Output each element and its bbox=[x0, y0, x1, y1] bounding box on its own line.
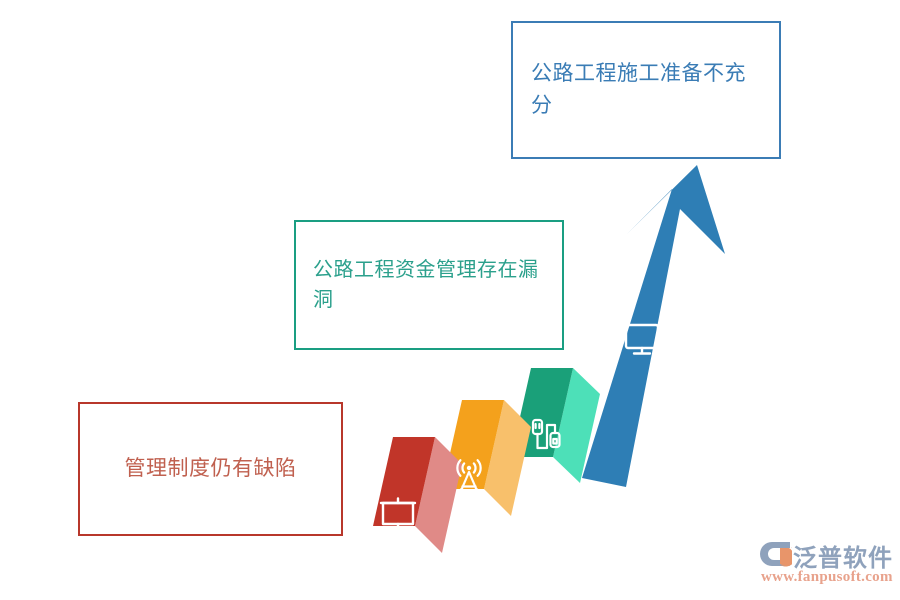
presentation-board-icon bbox=[379, 497, 417, 536]
logo-inner-disc bbox=[780, 548, 792, 566]
brand-url-text: www.fanpusoft.com bbox=[761, 569, 893, 585]
callout-text-top: 公路工程施工准备不充分 bbox=[531, 61, 746, 117]
logo-inner-arc bbox=[780, 547, 792, 567]
fanpu-logo-icon bbox=[760, 542, 792, 567]
callout-box-top[interactable]: 公路工程施工准备不充分 bbox=[511, 21, 781, 159]
usb-cable-icon bbox=[531, 418, 561, 450]
chevron-red-group bbox=[373, 437, 462, 553]
callout-box-middle[interactable]: 公路工程资金管理存在漏洞 bbox=[294, 220, 564, 350]
brand-name-text: 泛普软件 bbox=[793, 544, 893, 572]
callout-box-bottom[interactable]: 管理制度仍有缺陷 bbox=[78, 402, 343, 536]
callout-text-bottom: 管理制度仍有缺陷 bbox=[124, 456, 297, 481]
callout-text-middle: 公路工程资金管理存在漏洞 bbox=[313, 258, 539, 311]
chevron-teal-side bbox=[553, 368, 600, 483]
chevron-red-side bbox=[415, 437, 462, 553]
broadcast-tower-icon bbox=[455, 459, 483, 502]
monitor-icon bbox=[624, 323, 660, 355]
chevron-orange-side bbox=[484, 400, 531, 516]
brand-watermark: 泛普软件 www.fanpusoft.com bbox=[760, 538, 892, 590]
